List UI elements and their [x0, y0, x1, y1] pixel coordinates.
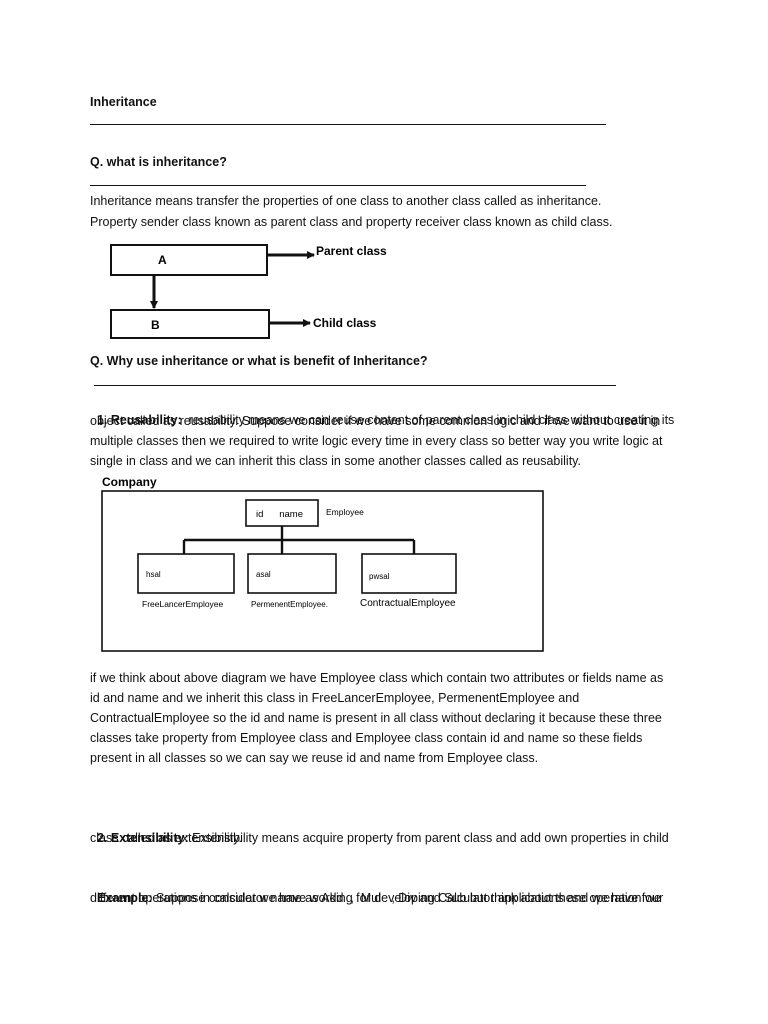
permanent-name: PermenentEmployee.	[251, 600, 328, 609]
company-label: Company	[102, 475, 157, 489]
class-b-box	[110, 309, 270, 339]
parent-child-diagram: A B Parent class Child class	[110, 244, 387, 339]
reusability-line-1: 1. Reusability: reusability means we can…	[90, 390, 674, 430]
reusability-line-3: multiple classes then we required to wri…	[90, 434, 663, 448]
q1-line-1: Inheritance means transfer the propertie…	[90, 194, 602, 208]
employee-fields: id name	[256, 509, 303, 520]
class-a-label: A	[158, 253, 167, 267]
child-class-label: Child class	[313, 316, 377, 330]
explanation-line-5: present in all classes so we can say we …	[90, 751, 539, 765]
freelancer-name: FreeLancerEmployee	[142, 599, 224, 609]
example-line-1: Example: Suppose consider we have workin…	[90, 868, 663, 908]
reusability-line-2: object called as reusability. Suppose co…	[90, 414, 661, 428]
permanent-box	[247, 553, 337, 594]
example-text-1: Suppose consider we have working for dev…	[152, 891, 664, 905]
permanent-field: asal	[256, 570, 271, 579]
extensibility-text-1: Extensibility means acquire property fro…	[188, 831, 669, 845]
extensibility-line-2: class called as extensibility.	[90, 831, 242, 845]
freelancer-field: hsal	[146, 570, 161, 579]
employee-box	[245, 499, 319, 527]
company-diagram: Company id name Employee hsal FreeLancer…	[101, 475, 544, 652]
parent-class-label: Parent class	[316, 244, 387, 258]
reusability-text-1: reusability means we can reuse content o…	[181, 413, 675, 427]
reusability-line-4: single in class and we can inherit this …	[90, 454, 581, 468]
explanation-line-3: ContractualEmployee so the id and name i…	[90, 711, 662, 725]
contractual-name: ContractualEmployee	[360, 598, 456, 609]
q1-underline	[90, 185, 586, 186]
example-label: Example:	[96, 891, 153, 905]
q2-underline	[94, 385, 616, 386]
employee-label: Employee	[326, 507, 364, 517]
extensibility-line-1: 2. Extensibility: Extensibility means ac…	[90, 808, 669, 848]
explanation-line-4: classes take property from Employee clas…	[90, 731, 643, 745]
q1-line-2: Property sender class known as parent cl…	[90, 215, 613, 229]
explanation-line-2: id and name and we inherit this class in…	[90, 691, 580, 705]
q2-heading: Q. Why use inheritance or what is benefi…	[90, 354, 428, 368]
freelancer-box	[137, 553, 235, 594]
contractual-box	[361, 553, 457, 594]
explanation-line-1: if we think about above diagram we have …	[90, 671, 664, 685]
extensibility-label: 2. Extensibility:	[96, 831, 189, 845]
example-line-2: different operations in calculator name …	[90, 891, 661, 905]
class-b-label: B	[151, 318, 160, 332]
class-a-box	[110, 244, 268, 276]
contractual-field: pwsal	[369, 572, 390, 581]
page-title: Inheritance	[90, 95, 157, 109]
q1-heading: Q. what is inheritance?	[90, 155, 227, 169]
title-underline	[90, 124, 606, 125]
reusability-label: 1. Reusability:	[96, 413, 182, 427]
